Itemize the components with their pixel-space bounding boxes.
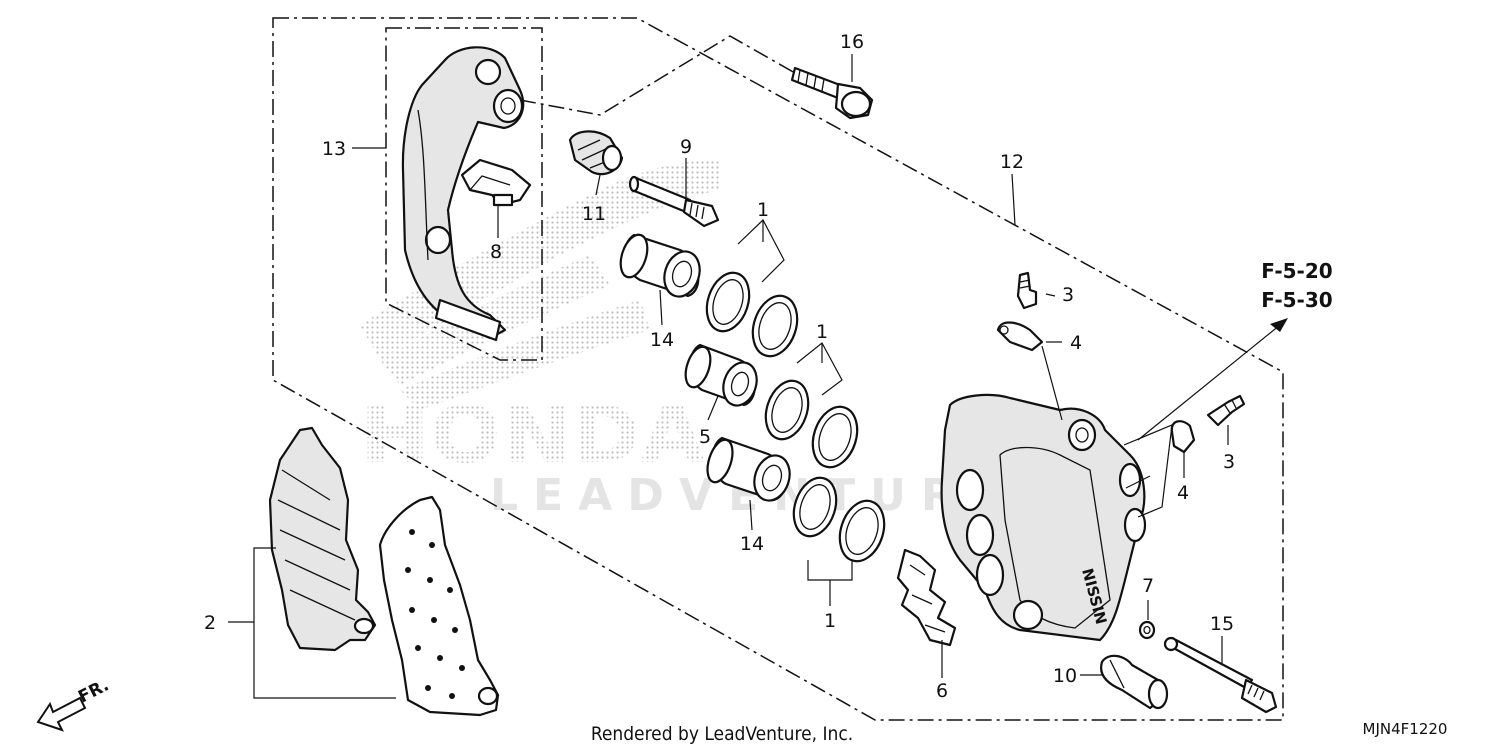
cross-ref-f-5-30[interactable]: F-5-30: [1261, 288, 1332, 312]
callout-14-lower[interactable]: 14: [740, 533, 764, 555]
footer-credit: Rendered by LeadVenture, Inc.: [591, 723, 853, 745]
bleeder-cap-upper: [996, 321, 1044, 352]
brake-pad-front: [268, 426, 377, 652]
bracket-assembly-outline: [385, 27, 543, 361]
pin-boot: [568, 130, 624, 176]
callout-1-middle[interactable]: 1: [816, 321, 828, 343]
piston-middle: [684, 343, 758, 407]
callout-1-upper[interactable]: 1: [757, 199, 769, 221]
callout-15[interactable]: 15: [1210, 613, 1234, 635]
callout-12[interactable]: 12: [1000, 151, 1024, 173]
callout-8[interactable]: 8: [490, 241, 502, 263]
bleeder-cap-right: [1170, 420, 1196, 454]
callout-numbers: 16 13 9 11 8 12 1 14 1 5 14 1 3 4 3 4 2 …: [204, 31, 1235, 702]
callout-4-upper[interactable]: 4: [1070, 332, 1082, 354]
bleeder-valve-upper: [1016, 271, 1038, 310]
brake-pad-rear: [378, 495, 500, 717]
callout-10[interactable]: 10: [1053, 665, 1077, 687]
callout-1-lower[interactable]: 1: [824, 610, 836, 632]
callout-3-upper[interactable]: 3: [1062, 284, 1074, 306]
caliper-assembly-outline: [272, 17, 1284, 721]
callout-11[interactable]: 11: [582, 203, 606, 225]
caliper-body: NISSIN: [940, 393, 1147, 642]
callout-14-upper[interactable]: 14: [650, 329, 674, 351]
pad-spring: [460, 158, 532, 207]
callout-3-right[interactable]: 3: [1223, 451, 1235, 473]
callout-9[interactable]: 9: [680, 136, 692, 158]
callout-7[interactable]: 7: [1142, 575, 1154, 597]
seal-set-lower: [792, 476, 886, 563]
cross-ref-f-5-20[interactable]: F-5-20: [1261, 259, 1332, 283]
piston-lower: [706, 436, 791, 502]
front-direction-label: FR.: [75, 675, 112, 707]
pin-bolt-leader: [519, 35, 847, 116]
callout-4-right[interactable]: 4: [1177, 482, 1189, 504]
leader-lines: [228, 54, 1288, 699]
sealing-washer: [1138, 620, 1156, 640]
diagram-code: MJN4F1220: [1363, 720, 1448, 738]
callout-16[interactable]: 16: [840, 31, 864, 53]
piston-upper: [619, 233, 701, 298]
caliper-mount-bolt: [790, 66, 874, 120]
seal-set-upper: [705, 271, 799, 358]
bleeder-valve-right: [1206, 394, 1246, 427]
slide-pin: [628, 175, 720, 228]
caliper-bracket: [401, 46, 525, 342]
pad-pin: [1163, 636, 1278, 714]
callout-5[interactable]: 5: [699, 426, 711, 448]
front-direction-arrow: FR.: [36, 675, 112, 732]
callout-2[interactable]: 2: [204, 612, 216, 634]
callout-13[interactable]: 13: [322, 138, 346, 160]
honda-watermark-text: HONDA: [360, 391, 705, 481]
callout-6[interactable]: 6: [936, 680, 948, 702]
seal-set-middle: [764, 379, 859, 469]
plug-bolt: [1100, 654, 1169, 710]
pad-clip: [896, 548, 957, 647]
